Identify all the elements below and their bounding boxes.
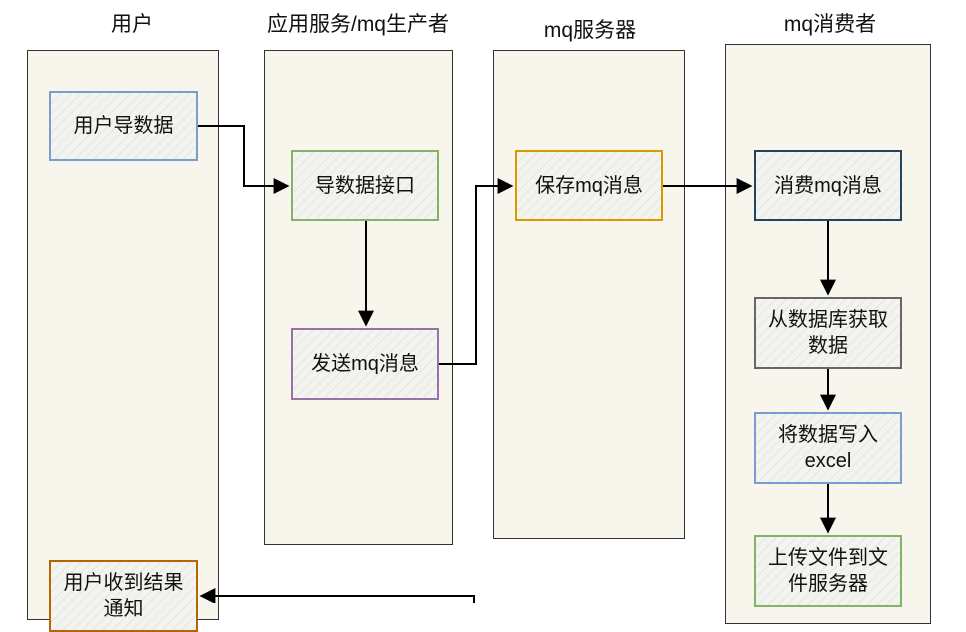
node-user-export[interactable]: 用户导数据 <box>49 91 198 161</box>
node-write-excel[interactable]: 将数据写入excel <box>754 412 902 484</box>
lane-title-consumer: mq消费者 <box>783 13 877 36</box>
lane-mq-server <box>493 50 685 539</box>
node-user-notified[interactable]: 用户收到结果通知 <box>49 560 198 632</box>
node-store-mq[interactable]: 保存mq消息 <box>515 150 663 221</box>
node-fetch-db[interactable]: 从数据库获取数据 <box>754 297 902 369</box>
node-export-api[interactable]: 导数据接口 <box>291 150 439 221</box>
lane-title-mq-server: mq服务器 <box>543 19 637 42</box>
lane-title-user: 用户 <box>111 13 153 36</box>
node-upload-file[interactable]: 上传文件到文件服务器 <box>754 535 902 607</box>
lane-producer <box>264 50 453 545</box>
lane-title-producer: 应用服务/mq生产者 <box>266 13 449 36</box>
node-consume-mq[interactable]: 消费mq消息 <box>754 150 902 221</box>
node-send-mq[interactable]: 发送mq消息 <box>291 328 439 400</box>
edge-notify-user <box>199 588 475 603</box>
